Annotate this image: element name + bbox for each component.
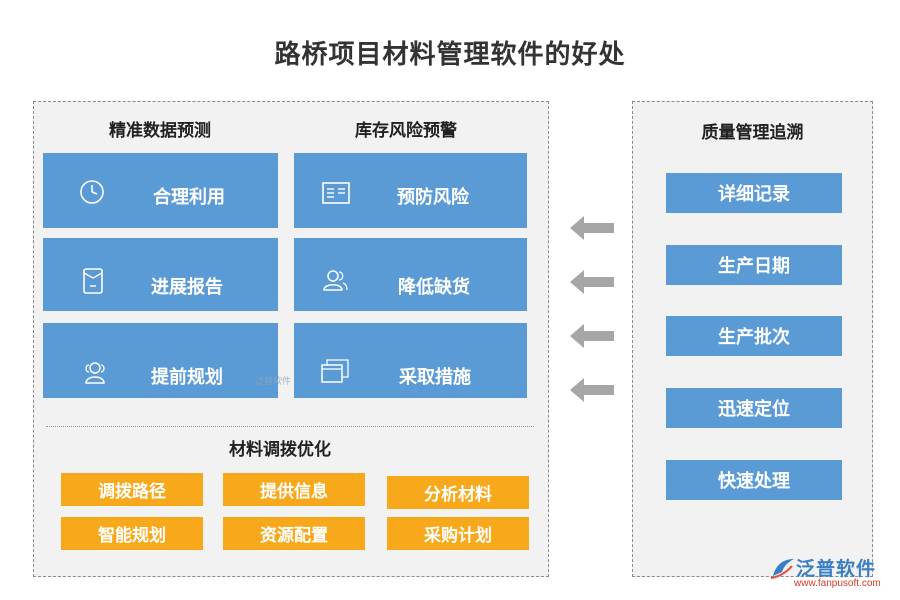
section-heading-quality: 质量管理追溯 — [701, 123, 804, 143]
benefit-card-plan-ahead: 提前规划 — [43, 323, 278, 398]
logo-url: www.fanpusoft.com — [794, 578, 881, 589]
section-heading-prediction: 精准数据预测 — [109, 121, 211, 141]
watermark: 泛普软件 — [255, 377, 292, 387]
tag-provide-info: 提供信息 — [223, 473, 365, 506]
document-icon — [83, 268, 103, 294]
benefit-card-prevent-risk: 预防风险 — [294, 153, 527, 228]
benefit-card-reasonable-use: 合理利用 — [43, 153, 278, 228]
benefit-card-reduce-shortage: 降低缺货 — [294, 238, 527, 311]
arrow-left-icon — [570, 270, 614, 294]
trace-item-fast-handling: 快速处理 — [666, 460, 842, 500]
arrow-left-icon — [570, 324, 614, 348]
logo-icon — [770, 559, 794, 579]
page-title: 路桥项目材料管理软件的好处 — [274, 40, 626, 70]
tag-analyze-materials: 分析材料 — [387, 476, 529, 509]
trace-item-quick-locate: 迅速定位 — [666, 388, 842, 428]
benefit-card-take-measures: 采取措施 — [294, 323, 527, 398]
trace-item-production-batch: 生产批次 — [666, 316, 842, 356]
section-divider — [46, 426, 534, 427]
card-label: 合理利用 — [153, 187, 225, 208]
card-label: 提前规划 — [151, 367, 223, 388]
tag-purchase-plan: 采购计划 — [387, 517, 529, 550]
trace-item-production-date: 生产日期 — [666, 245, 842, 285]
users-icon — [85, 362, 105, 384]
tag-transfer-path: 调拨路径 — [61, 473, 203, 506]
tag-resource-allocation: 资源配置 — [223, 517, 365, 550]
clock-icon — [80, 180, 104, 204]
user-icon — [323, 270, 348, 291]
windows-icon — [321, 359, 349, 383]
tag-smart-planning: 智能规划 — [61, 517, 203, 550]
card-label: 预防风险 — [397, 187, 469, 208]
card-label: 采取措施 — [399, 367, 471, 388]
section-heading-allocation: 材料调拨优化 — [229, 440, 331, 460]
section-heading-risk-warning: 库存风险预警 — [355, 121, 457, 141]
benefit-card-progress-report: 进展报告 — [43, 238, 278, 311]
brand-logo: 泛普软件 www.fanpusoft.com — [770, 552, 895, 594]
ledger-icon — [322, 182, 350, 204]
card-label: 进展报告 — [151, 277, 223, 298]
arrow-left-icon — [570, 216, 614, 240]
arrow-left-icon — [570, 378, 614, 402]
card-label: 降低缺货 — [398, 277, 470, 298]
logo-brand-text: 泛普软件 — [796, 558, 877, 580]
trace-item-detailed-record: 详细记录 — [666, 173, 842, 213]
